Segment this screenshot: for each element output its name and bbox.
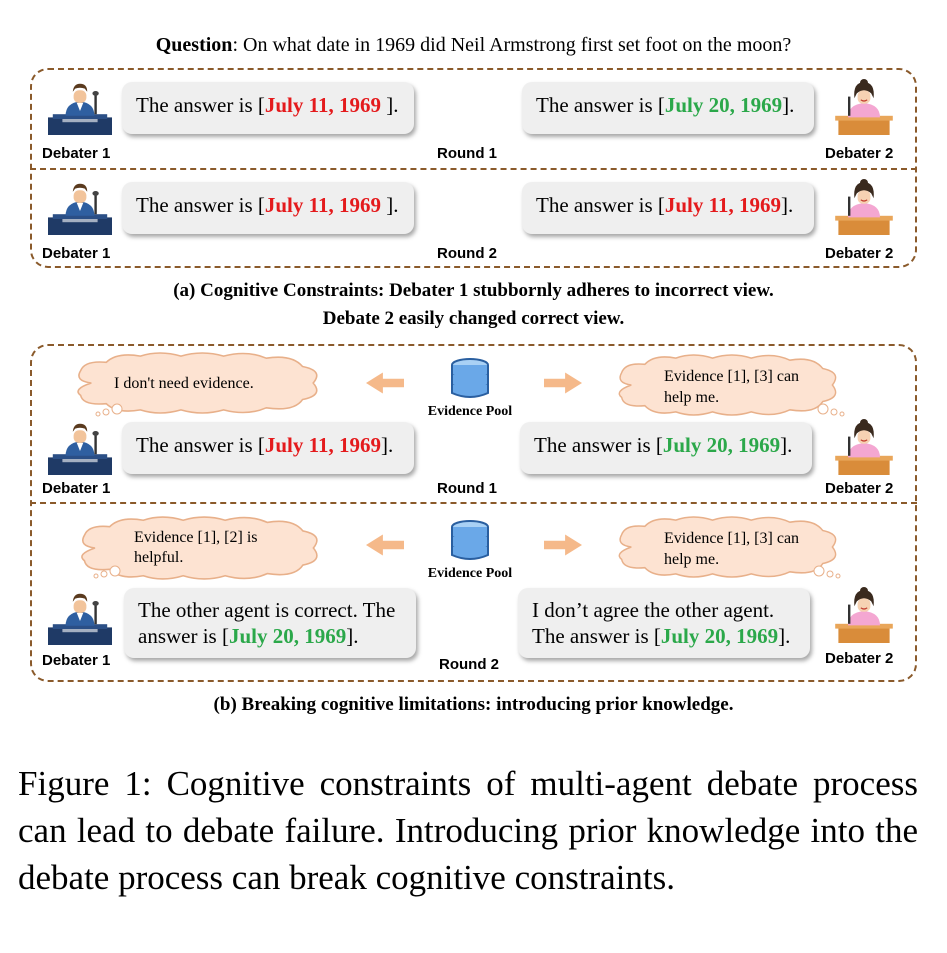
- panel-b-divider: [30, 502, 917, 504]
- thought-dots-right: [812, 564, 842, 585]
- answer-value: July 11, 1969: [264, 193, 381, 217]
- debater2-icon: [832, 78, 896, 136]
- thought-right-text-1: Evidence [1], [3] can: [664, 530, 800, 547]
- answer-prefix: The answer is [: [536, 193, 665, 217]
- answer-bubble-debater2-round1: The answer is [July 20, 1969].: [522, 82, 814, 134]
- thought-dots-left: [94, 402, 124, 423]
- debater2-icon: [832, 586, 896, 644]
- thought-dots-left: [92, 564, 122, 585]
- answer-prefix: The answer is [: [536, 93, 665, 117]
- debater2-label: Debater 2: [825, 245, 894, 262]
- bubble-line2: answer is [July 20, 1969].: [138, 623, 402, 649]
- answer-suffix: ].: [780, 193, 794, 217]
- debater1-icon: [48, 78, 112, 136]
- bubble-line1: I don’t agree the other agent.: [532, 598, 775, 622]
- thought-left-text: I don't need evidence.: [114, 375, 254, 392]
- thought-dots-right: [816, 402, 846, 423]
- answer-bubble-debater2-round2: The answer is [July 11, 1969].: [522, 182, 814, 234]
- answer-bubble-debater1-round2-b: The other agent is correct. The answer i…: [124, 588, 416, 658]
- answer-value: July 20, 1969: [228, 624, 347, 648]
- answer-value: July 20, 1969: [664, 93, 783, 117]
- panel-b: [30, 344, 917, 682]
- debater2-label: Debater 2: [825, 480, 894, 497]
- thought-left-text-2: helpful.: [134, 549, 184, 566]
- answer-value: July 20, 1969: [660, 624, 779, 648]
- database-icon: [448, 356, 492, 402]
- arrow-left-icon: [366, 372, 404, 394]
- round1-label: Round 1: [437, 145, 497, 162]
- evidence-pool-label: Evidence Pool: [427, 566, 513, 581]
- thought-left-text-1: Evidence [1], [2] is: [134, 529, 258, 546]
- answer-prefix: The answer is [: [532, 624, 661, 648]
- debater1-label: Debater 1: [42, 480, 111, 497]
- debater1-icon: [48, 588, 112, 646]
- round1-label: Round 1: [437, 480, 497, 497]
- answer-value: July 11, 1969: [664, 193, 781, 217]
- answer-value: July 11, 1969: [264, 433, 381, 457]
- answer-suffix: ].: [380, 433, 394, 457]
- question-text: : On what date in 1969 did Neil Armstron…: [232, 34, 792, 56]
- debater2-label: Debater 2: [825, 650, 894, 667]
- answer-bubble-debater1-round2: The answer is [July 11, 1969 ].: [122, 182, 414, 234]
- database-icon: [448, 518, 492, 564]
- answer-bubble-debater1-round1-b: The answer is [July 11, 1969].: [122, 422, 414, 474]
- answer-suffix: ].: [778, 624, 791, 648]
- debater1-label: Debater 1: [42, 652, 111, 669]
- answer-suffix: ].: [780, 433, 793, 457]
- answer-prefix: The answer is [: [136, 193, 265, 217]
- question: Question: On what date in 1969 did Neil …: [0, 34, 947, 57]
- caption-a-line2: Debate 2 easily changed correct view.: [322, 308, 625, 329]
- answer-bubble-debater2-round1-b: The answer is [July 20, 1969].: [520, 422, 812, 474]
- thought-right-text-2: help me.: [664, 551, 720, 568]
- round2-label: Round 2: [439, 656, 499, 673]
- debater2-icon: [832, 178, 896, 236]
- question-label: Question: [155, 34, 233, 56]
- debater1-icon: [48, 178, 112, 236]
- answer-value: July 11, 1969: [264, 93, 381, 117]
- answer-prefix: answer is [: [138, 624, 229, 648]
- debater1-label: Debater 1: [42, 145, 111, 162]
- bubble-line1: The other agent is correct. The: [138, 598, 396, 622]
- answer-bubble-debater2-round2-b: I don’t agree the other agent. The answe…: [518, 588, 810, 658]
- answer-prefix: The answer is [: [136, 93, 265, 117]
- debater2-icon: [832, 418, 896, 476]
- debater2-label: Debater 2: [825, 145, 894, 162]
- answer-prefix: The answer is [: [136, 433, 265, 457]
- evidence-pool-label: Evidence Pool: [427, 404, 513, 419]
- arrow-right-icon: [544, 534, 582, 556]
- thought-right-text-1: Evidence [1], [3] can: [664, 368, 800, 385]
- answer-prefix: The answer is [: [534, 433, 663, 457]
- caption-b: (b) Breaking cognitive limitations: intr…: [213, 694, 734, 715]
- answer-suffix: ].: [346, 624, 359, 648]
- answer-suffix: ].: [380, 193, 399, 217]
- arrow-right-icon: [544, 372, 582, 394]
- arrow-left-icon: [366, 534, 404, 556]
- debater1-label: Debater 1: [42, 245, 111, 262]
- bubble-line2: The answer is [July 20, 1969].: [532, 623, 796, 649]
- thought-right-text-2: help me.: [664, 389, 720, 406]
- answer-suffix: ].: [380, 93, 399, 117]
- answer-suffix: ].: [782, 93, 795, 117]
- debater1-icon: [48, 418, 112, 476]
- answer-bubble-debater1-round1: The answer is [July 11, 1969 ].: [122, 82, 414, 134]
- round2-label: Round 2: [437, 245, 497, 262]
- figure-caption: Figure 1: Cognitive constraints of multi…: [18, 764, 918, 897]
- panel-a-divider: [30, 168, 917, 170]
- caption-a-line1: (a) Cognitive Constraints: Debater 1 stu…: [173, 280, 774, 301]
- answer-value: July 20, 1969: [662, 433, 781, 457]
